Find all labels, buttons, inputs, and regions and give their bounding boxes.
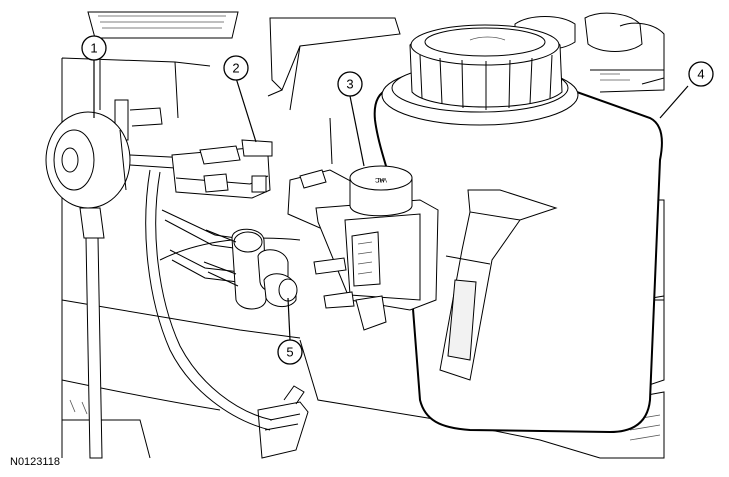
- figure-id: N0123118: [10, 456, 60, 468]
- callout-3-label: 3: [346, 77, 353, 92]
- callout-4-label: 4: [697, 67, 704, 82]
- callout-leaders: [93, 60, 689, 341]
- callout-5-label: 5: [286, 345, 293, 360]
- callout-5: 5: [277, 339, 303, 365]
- solenoid-marking-line1: VAC: [374, 176, 387, 182]
- component-2-connector: [171, 139, 273, 199]
- callout-4: 4: [688, 61, 714, 87]
- component-3-solenoid: VAC HI: [287, 117, 439, 331]
- callout-2-label: 2: [232, 61, 239, 76]
- callout-1-label: 1: [90, 41, 97, 56]
- solenoid-marking-line2: HI: [378, 176, 384, 182]
- coolant-reservoir: [373, 24, 663, 434]
- component-1-valve: [45, 111, 131, 459]
- hose: [129, 154, 273, 431]
- callout-1: 1: [81, 35, 107, 61]
- callout-2: 2: [223, 55, 249, 81]
- callout-3: 3: [337, 71, 363, 97]
